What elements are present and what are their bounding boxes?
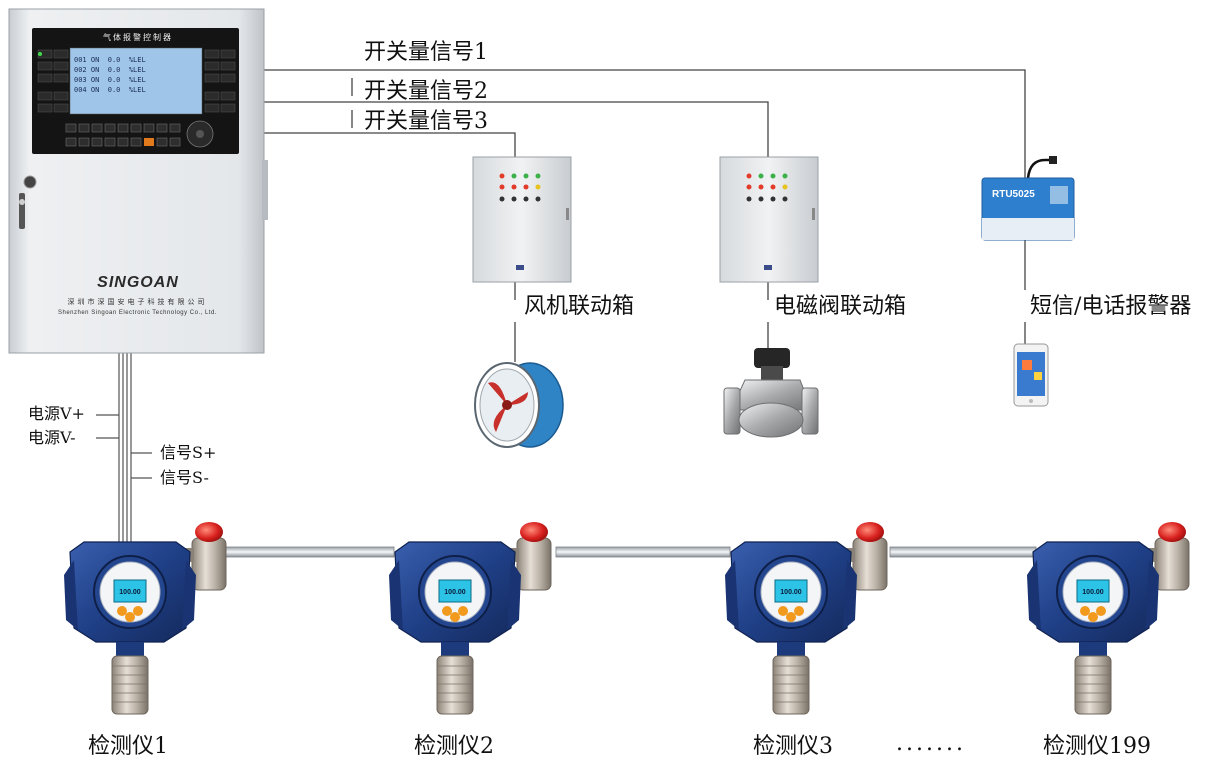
gas-detector-1 <box>64 522 227 715</box>
mobile-phone-icon <box>1013 343 1049 407</box>
signal-negative-label: 信号S- <box>160 468 209 487</box>
fan-box-label: 风机联动箱 <box>524 294 635 319</box>
signal-wires <box>262 69 1026 362</box>
alarm-controller <box>8 8 268 354</box>
detector-lcd <box>113 579 147 603</box>
sms-alarm-label: 短信/电话报警器 <box>1030 294 1192 319</box>
detector-2-reading: 100.00 <box>444 589 466 596</box>
bus-cable <box>96 352 152 545</box>
valve-linkage-box <box>719 156 819 283</box>
detector-lcd <box>1076 579 1110 603</box>
gas-detector-4 <box>1027 522 1190 715</box>
controller-company-en: Shenzhen Singoan Electronic Technology C… <box>58 310 217 316</box>
detector-2-label: 检测仪2 <box>414 734 494 759</box>
rtu-model-label: RTU5025 <box>992 189 1035 200</box>
alarm-beacon-icon <box>856 522 884 542</box>
detector-1-label: 检测仪1 <box>88 734 168 759</box>
ellipsis-label: ....... <box>896 731 966 756</box>
lcd-row: 003 ON 0.0 %LEL <box>74 76 146 84</box>
indicator-lights <box>499 173 541 202</box>
controller-lcd: 001 ON 0.0 %LEL 002 ON 0.0 %LEL 003 ON 0… <box>74 56 198 96</box>
gas-detector-3 <box>725 522 888 715</box>
alarm-beacon-icon <box>520 522 548 542</box>
controller-brand-logo: SINGOAN <box>97 274 179 291</box>
key-lock-icon <box>19 175 37 229</box>
axial-fan-icon <box>474 362 564 448</box>
detector-1-reading: 100.00 <box>119 589 141 596</box>
rtu-module <box>981 156 1075 241</box>
alarm-beacon-icon <box>195 522 223 542</box>
detector-pipes <box>225 546 1037 558</box>
detector-199-reading: 100.00 <box>1082 589 1104 596</box>
detector-3-reading: 100.00 <box>780 589 802 596</box>
detector-lcd <box>774 579 808 603</box>
alarm-beacon-icon <box>1158 522 1186 542</box>
signal-positive-label: 信号S+ <box>160 443 217 462</box>
detector-lcd <box>438 579 472 603</box>
controller-panel-title: 气体报警控制器 <box>103 33 173 42</box>
detector-3-label: 检测仪3 <box>753 734 833 759</box>
lcd-row: 002 ON 0.0 %LEL <box>74 66 146 74</box>
lcd-row: 001 ON 0.0 %LEL <box>74 56 146 64</box>
solenoid-valve-icon <box>723 348 819 438</box>
switch-signal-2-label: 开关量信号2 <box>364 79 488 104</box>
power-negative-label: 电源V- <box>28 428 76 447</box>
power-positive-label: 电源V+ <box>28 404 85 423</box>
switch-signal-3-label: 开关量信号3 <box>364 109 488 134</box>
valve-box-label: 电磁阀联动箱 <box>774 294 907 319</box>
detector-199-label: 检测仪199 <box>1043 734 1151 759</box>
lcd-row: 004 ON 0.0 %LEL <box>74 86 146 94</box>
indicator-lights <box>746 173 788 202</box>
controller-company-cn: 深圳市深国安电子科技有限公司 <box>67 298 208 306</box>
switch-signal-1-label: 开关量信号1 <box>364 40 488 65</box>
detector-layer <box>64 522 1190 715</box>
fan-linkage-box <box>472 156 572 283</box>
gas-detector-2 <box>389 522 552 715</box>
